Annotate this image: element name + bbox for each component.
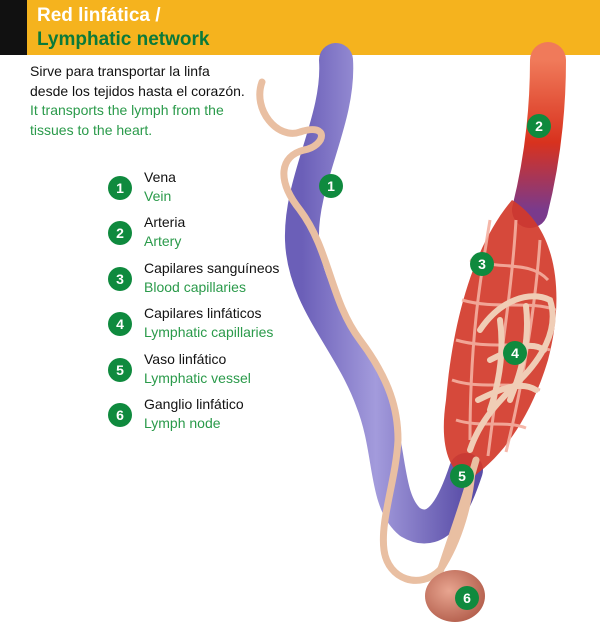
legend-badge-1: 1 <box>108 176 132 200</box>
svg-text:3: 3 <box>478 256 486 272</box>
svg-text:6: 6 <box>463 590 471 606</box>
intro-es-line-2: desde los tejidos hasta el corazón. <box>30 82 245 99</box>
diagram-marker-5: 5 <box>450 464 474 488</box>
legend-badge-4: 4 <box>108 312 132 336</box>
legend-item-artery: 2 Arteria Artery <box>108 213 308 253</box>
legend-label-en: Lymph node <box>144 415 221 431</box>
intro-en-line-2: tissues to the heart. <box>30 121 153 138</box>
legend-item-lymphatic-vessel: 5 Vaso linfático Lymphatic vessel <box>108 350 308 390</box>
svg-text:2: 2 <box>535 118 543 134</box>
legend-badge-5: 5 <box>108 358 132 382</box>
legend-label-en: Lymphatic capillaries <box>144 324 274 340</box>
legend-badge-3: 3 <box>108 267 132 291</box>
legend-badge-6: 6 <box>108 403 132 427</box>
legend-item-lymph-node: 6 Ganglio linfático Lymph node <box>108 395 308 435</box>
legend-label-en: Artery <box>144 233 182 249</box>
diagram-marker-3: 3 <box>470 252 494 276</box>
vein-shape <box>284 43 483 544</box>
legend-label-en: Vein <box>144 188 172 204</box>
header-accent-bar <box>0 0 27 55</box>
intro-text: Sirve para transportar la linfa desde lo… <box>30 62 245 140</box>
diagram-marker-6: 6 <box>455 586 479 610</box>
svg-text:1: 1 <box>327 178 335 194</box>
diagram-marker-4: 4 <box>503 341 527 365</box>
lymphatic-vessel-shape <box>256 78 476 584</box>
legend-label-es: Arteria <box>144 214 186 230</box>
intro-es-line-1: Sirve para transportar la linfa <box>30 63 210 79</box>
diagram-marker-2: 2 <box>527 114 551 138</box>
legend-label-es: Vena <box>144 169 176 185</box>
legend-item-lymphatic-capillaries: 4 Capilares linfáticos Lymphatic capilla… <box>108 304 308 344</box>
svg-text:5: 5 <box>458 468 466 484</box>
title-english: Lymphatic network <box>37 29 210 50</box>
diagram-marker-1: 1 <box>319 174 343 198</box>
legend-label-es: Capilares sanguíneos <box>144 260 280 276</box>
legend-item-vein: 1 Vena Vein <box>108 168 308 208</box>
legend-label-es: Capilares linfáticos <box>144 305 262 321</box>
title-spanish: Red linfática / <box>37 5 161 26</box>
legend-item-blood-capillaries: 3 Capilares sanguíneos Blood capillaries <box>108 259 308 299</box>
legend-label-es: Vaso linfático <box>144 351 227 367</box>
legend-label-es: Ganglio linfático <box>144 396 244 412</box>
header-band: Red linfática / Lymphatic network <box>0 0 600 55</box>
svg-text:4: 4 <box>511 345 519 361</box>
intro-en-line-1: It transports the lymph from the <box>30 102 224 118</box>
legend-badge-2: 2 <box>108 221 132 245</box>
artery-shape <box>512 42 566 228</box>
legend-label-en: Blood capillaries <box>144 279 246 295</box>
legend-label-en: Lymphatic vessel <box>144 370 251 386</box>
